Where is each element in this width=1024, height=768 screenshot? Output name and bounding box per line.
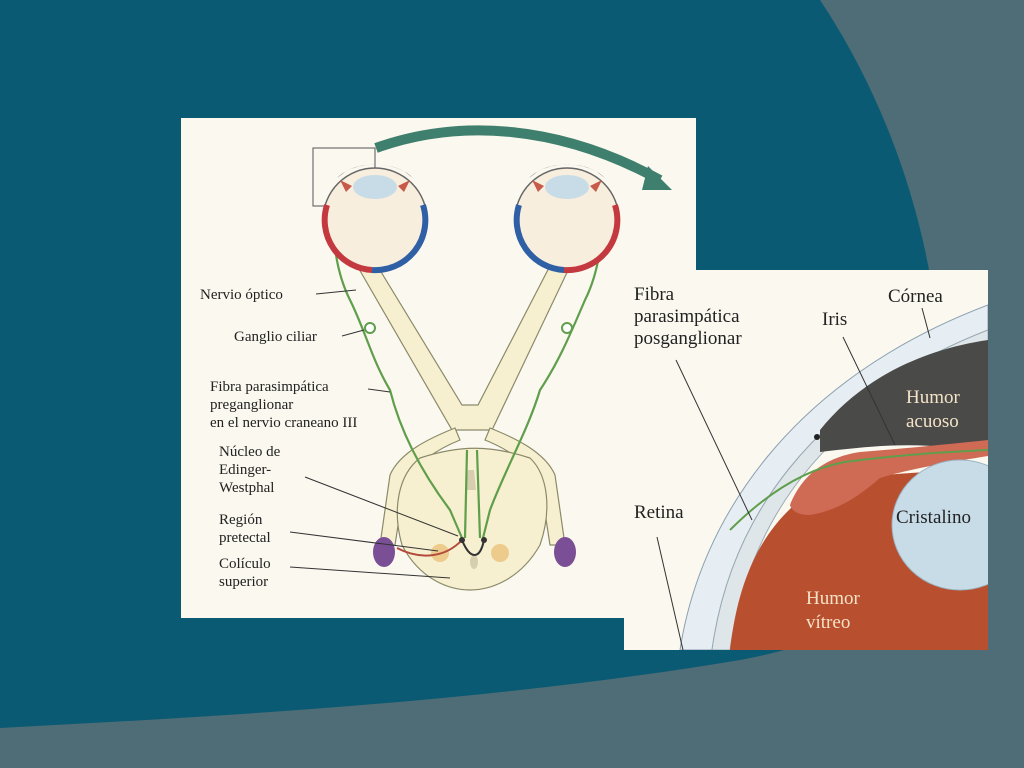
- label-edinger-2: Edinger-: [219, 462, 271, 478]
- right-ciliary-ganglion: [561, 322, 573, 334]
- aqueous-chamber: [820, 340, 988, 455]
- leader-retina: [656, 536, 684, 651]
- schlemm-canal: [814, 434, 820, 440]
- midline-groove: [470, 555, 478, 569]
- leader-preganglionic: [367, 388, 391, 393]
- reflex-pathway-diagram: Nervio óptico Ganglio ciliar Fibra paras…: [181, 118, 696, 618]
- postganglionic-fiber-path: [729, 449, 988, 531]
- label-colliculus-2: superior: [219, 574, 268, 590]
- leader-pretectal: [289, 531, 439, 552]
- right-lateral-geniculate: [554, 537, 576, 567]
- aqueduct: [466, 470, 476, 490]
- leader-cornea: [921, 307, 931, 339]
- label-ciliary-ganglion: Ganglio ciliar: [234, 329, 317, 345]
- leader-iris: [842, 336, 896, 446]
- edinger-westphal-connection: [461, 539, 485, 556]
- right-eyeball: [513, 164, 621, 274]
- label-edinger-3: Westphal: [219, 480, 274, 496]
- label-postganglionic-1: Fibra: [634, 284, 675, 305]
- anterior-eye-detail: Fibra parasimpática posganglionar Iris C…: [624, 270, 988, 651]
- label-postganglionic-2: parasimpática: [634, 306, 740, 327]
- zoom-arrow-shaft: [374, 125, 663, 185]
- label-preganglionic-2: preganglionar: [210, 397, 293, 413]
- label-colliculus-1: Colículo: [219, 556, 271, 572]
- label-cornea: Córnea: [888, 286, 943, 307]
- label-aqueous-2: acuoso: [906, 411, 959, 432]
- label-optic-nerve: Nervio óptico: [200, 287, 283, 303]
- right-pretectal-area: [491, 544, 509, 562]
- leader-colliculus: [289, 566, 451, 579]
- zoom-arrow-head: [642, 166, 672, 190]
- label-aqueous-1: Humor: [906, 387, 961, 408]
- leader-postganglionic: [675, 359, 753, 521]
- iris-ciliary-body: [790, 440, 988, 515]
- left-eyeball: [321, 164, 429, 274]
- left-edinger-westphal-nucleus: [459, 537, 465, 543]
- leader-ciliary-ganglion: [341, 329, 365, 337]
- leader-optic-nerve: [315, 289, 357, 295]
- label-vitreous-2: vítreo: [806, 612, 850, 633]
- pretectal-connection: [396, 539, 463, 557]
- retina-layer: [711, 329, 988, 650]
- label-retina: Retina: [634, 502, 684, 523]
- label-iris: Iris: [822, 309, 847, 330]
- label-vitreous-1: Humor: [806, 588, 861, 609]
- label-edinger-1: Núcleo de: [219, 444, 281, 460]
- label-pretectal-2: pretectal: [219, 530, 271, 546]
- label-postganglionic-3: posganglionar: [634, 328, 742, 349]
- label-lens: Cristalino: [896, 507, 971, 528]
- background-swoosh-bottom: [0, 560, 1024, 768]
- leader-edinger-westphal: [304, 476, 459, 537]
- label-preganglionic-1: Fibra parasimpática: [210, 379, 329, 395]
- left-ciliary-ganglion: [364, 322, 376, 334]
- crystalline-lens: [891, 459, 988, 591]
- right-edinger-westphal-nucleus: [481, 537, 487, 543]
- label-pretectal-1: Región: [219, 512, 263, 528]
- label-preganglionic-3: en el nervio craneano III: [210, 415, 357, 431]
- left-lateral-geniculate: [373, 537, 395, 567]
